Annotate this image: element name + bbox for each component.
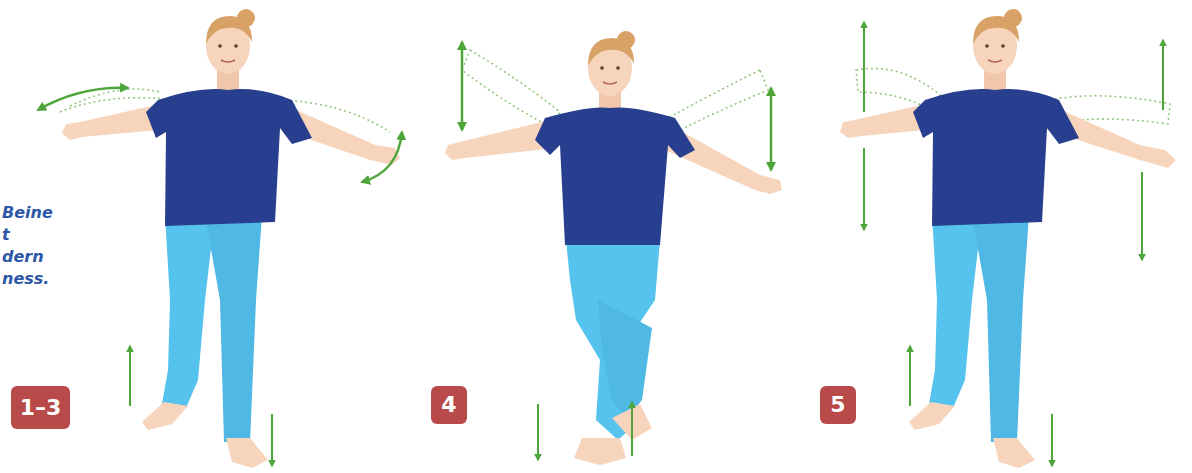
caption-fragment: dern [2, 247, 44, 266]
step-number-text: 4 [441, 394, 456, 416]
figure-arm-circles [38, 9, 402, 468]
figure-arm-swing [840, 9, 1176, 468]
caption-fragment: t [2, 225, 10, 244]
step-number: 1–3 [11, 386, 70, 429]
step-number: 4 [431, 386, 467, 424]
caption-fragment: Beine [2, 203, 53, 222]
figure-arm-raise-crossed-legs [445, 31, 782, 465]
step-number: 5 [820, 386, 856, 424]
step-number-text: 5 [830, 394, 845, 416]
caption-fragment: ness. [2, 269, 49, 288]
step-number-text: 1–3 [20, 397, 62, 419]
